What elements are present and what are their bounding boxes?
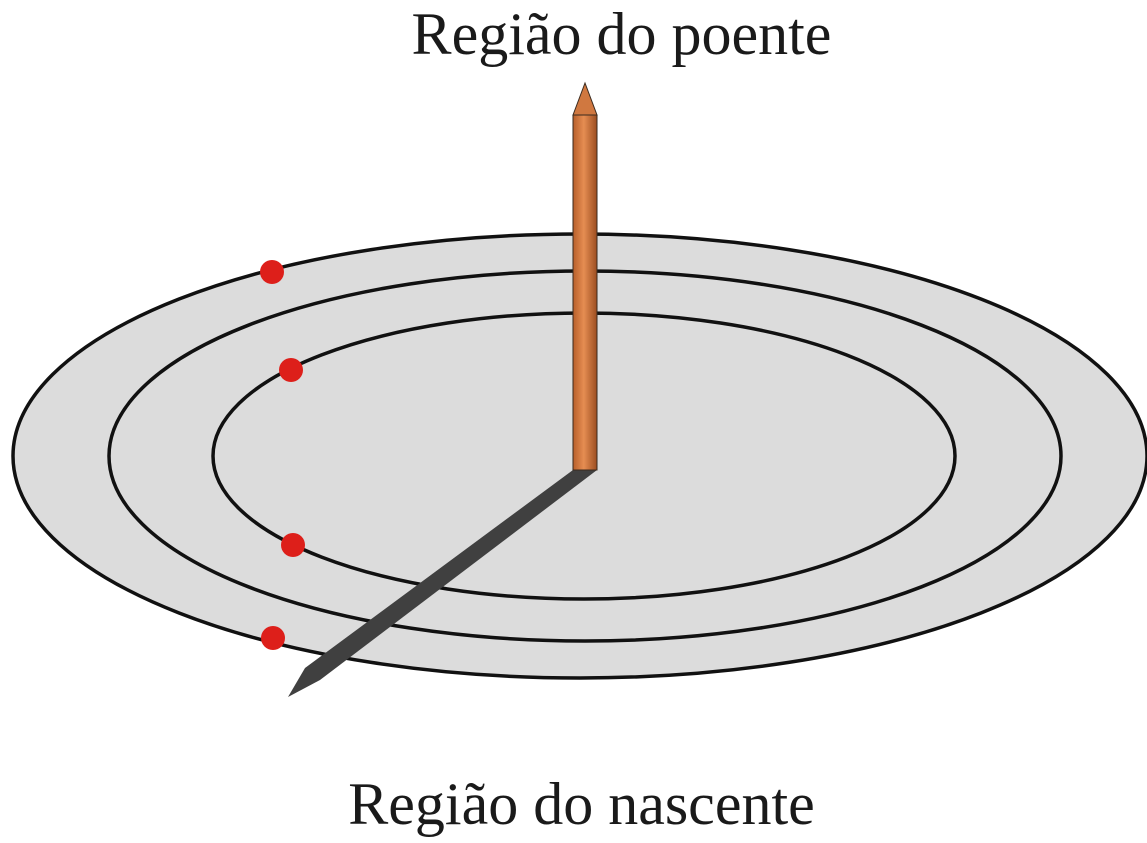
gnomon-shadow [288,470,597,697]
marker-middle-bottom [281,533,305,557]
marker-middle-top [279,358,303,382]
marker-outer-bottom [261,626,285,650]
marker-outer-top [260,260,284,284]
gnomon [572,81,598,471]
east-region-label: Região do nascente [348,771,815,837]
west-region-label: Região do poente [411,1,832,67]
